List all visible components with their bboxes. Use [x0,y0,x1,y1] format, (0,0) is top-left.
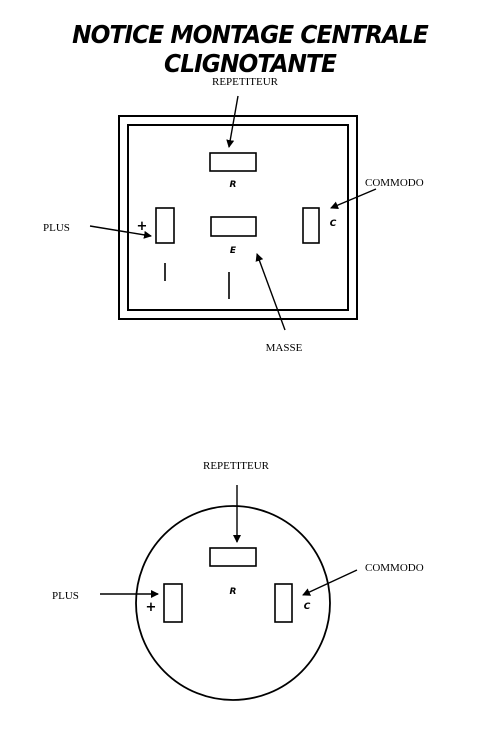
square-relay-inner-frame [127,124,349,311]
terminal-plus [155,207,175,244]
round-pin-plus-label: + [146,600,157,615]
terminal-r [209,152,257,172]
plus-arrow [89,225,152,239]
repetiteur-arrow [226,95,239,148]
round-pin-c-label: C [304,602,311,612]
pin-r-label: R [230,180,237,190]
round-terminal-c [274,583,293,623]
terminal-c [302,207,320,244]
round-terminal-plus [163,583,183,623]
repetiteur-label: REPETITEUR [212,76,279,88]
round-plus-label: PLUS [52,590,79,602]
pin-e-label: E [230,246,237,256]
commodo-label: COMMODO [365,177,424,189]
masse-label: MASSE [266,342,303,354]
round-commodo-label: COMMODO [365,562,424,574]
round-repetiteur-label: REPETITEUR [203,460,270,472]
page-title: NOTICE MONTAGE CENTRALE CLIGNOTANTE [72,20,429,78]
masse-arrow [255,253,286,331]
commodo-arrow [330,188,377,209]
round-relay-diagram: R + C REPETITEUR COMMODO PLUS [52,460,424,701]
plus-label: PLUS [43,222,70,234]
pin-c-label: C [330,219,337,229]
pin-plus-label: + [137,219,148,234]
round-terminal-r [209,547,257,567]
terminal-e [210,216,257,237]
round-commodo-arrow [302,569,358,596]
round-pin-r-label: R [230,587,237,597]
round-relay-body [135,505,331,701]
square-relay-diagram: R E + C REPETITEUR COMMODO PLUS MASSE [43,76,424,354]
square-relay-outer-frame [118,115,358,320]
